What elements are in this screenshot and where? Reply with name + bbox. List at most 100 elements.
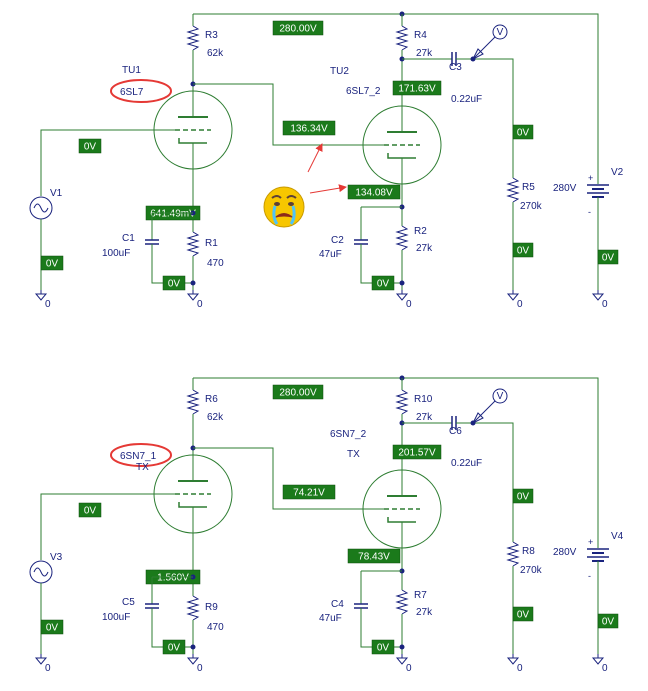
svg-text:V: V — [497, 27, 504, 38]
plate-load-resistor-2 — [395, 389, 409, 415]
grid1-input-wire — [40, 129, 175, 196]
cathode-bypass-cap-2 — [354, 603, 368, 609]
r-cath2-value: 27k — [416, 243, 433, 254]
source-voltage-badge: 0V — [40, 255, 64, 271]
signal-source — [29, 560, 53, 584]
svg-text:201.57V: 201.57V — [398, 448, 436, 459]
c-couple-value: 0.22uF — [451, 458, 482, 469]
supply-plus: + — [588, 173, 593, 183]
supply-voltage-badge: 280.00V — [272, 20, 324, 36]
voltage-probe: V — [471, 24, 508, 61]
svg-text:0V: 0V — [84, 142, 97, 153]
r-load1-ref: R6 — [205, 394, 218, 405]
ground-supply — [591, 654, 605, 665]
grid2-voltage-badge: 136.34V — [282, 120, 336, 136]
signal-source-ref: V3 — [50, 552, 63, 563]
svg-text:134.08V: 134.08V — [355, 188, 393, 199]
arrow-to-cathode-voltage — [309, 184, 347, 194]
cathode-bypass-cap-2 — [354, 239, 368, 245]
cathode-resistor-2 — [395, 589, 409, 615]
output-bottom-badge: 0V — [512, 606, 534, 622]
annotation-layer — [263, 143, 347, 228]
c-cath1-value: 100uF — [102, 248, 130, 259]
svg-text:1.560V: 1.560V — [157, 573, 189, 584]
supply-value: 280V — [553, 547, 577, 558]
ground-cathode1 — [186, 654, 200, 665]
grid2-voltage-badge: 74.21V — [282, 484, 336, 500]
c-couple-value: 0.22uF — [451, 94, 482, 105]
tube2-model: 6SN7_2 — [330, 429, 367, 440]
cathode-resistor-2 — [395, 225, 409, 251]
r-load2-value: 27k — [416, 412, 433, 423]
cathode2-gnd-badge: 0V — [371, 639, 395, 655]
ground-label: 0 — [197, 663, 203, 674]
cathode2-gnd-badge: 0V — [371, 275, 395, 291]
supply-ref: V4 — [611, 531, 624, 542]
grid1-input-wire — [40, 493, 175, 560]
svg-text:171.63V: 171.63V — [398, 84, 436, 95]
r-cath1-ref: R9 — [205, 602, 218, 613]
supply-rail — [193, 377, 599, 548]
svg-text:0V: 0V — [46, 623, 59, 634]
cathode2-voltage-badge: 134.08V — [347, 184, 401, 200]
grid1-voltage-badge: 0V — [78, 502, 102, 518]
c-cath2-ref: C4 — [331, 599, 344, 610]
cathode1-gnd-badge: 0V — [162, 639, 186, 655]
c-couple-ref: C3 — [449, 62, 462, 73]
svg-text:0V: 0V — [168, 279, 181, 290]
svg-text:0V: 0V — [168, 643, 181, 654]
ground-source — [34, 654, 48, 665]
r-out-value: 270k — [520, 201, 543, 212]
junction-dot — [190, 644, 196, 650]
circuit-6sn7: 280.00VR662kR1027k6SN7_1TX6SN7_2TX74.21V… — [29, 375, 624, 674]
supply-ref: V2 — [611, 167, 624, 178]
voltage-probe: V — [471, 388, 508, 425]
output-resistor — [506, 177, 520, 203]
svg-text:0V: 0V — [377, 643, 390, 654]
tube1-ref: TU1 — [122, 65, 141, 76]
tube2-ref: TU2 — [330, 66, 349, 77]
ground-output — [506, 654, 520, 665]
supply-minus: - — [588, 571, 591, 581]
plate-load-resistor-1 — [186, 25, 200, 51]
output-top-badge: 0V — [512, 488, 534, 504]
r-cath1-value: 470 — [207, 258, 224, 269]
r-out-ref: R5 — [522, 182, 535, 193]
r-out-ref: R8 — [522, 546, 535, 557]
ground-supply — [591, 290, 605, 301]
r-cath2-ref: R2 — [414, 226, 427, 237]
crying-face-emoji-icon — [263, 186, 305, 228]
tube2-model: 6SL7_2 — [346, 86, 381, 97]
dc-supply — [587, 548, 609, 562]
signal-source-ref: V1 — [50, 188, 63, 199]
junction-dot — [399, 644, 405, 650]
r-load1-value: 62k — [207, 48, 224, 59]
tube1-model-highlight — [110, 443, 172, 467]
svg-text:0V: 0V — [602, 253, 615, 264]
output-resistor — [506, 541, 520, 567]
interstage-wire — [193, 83, 384, 146]
tube1-model: 6SN7_1 — [120, 451, 157, 462]
c-cath2-value: 47uF — [319, 613, 342, 624]
cathode-bypass-cap-1 — [145, 239, 159, 245]
supply-value: 280V — [553, 183, 577, 194]
ground-label: 0 — [602, 299, 608, 310]
junction-dot — [399, 280, 405, 286]
svg-text:136.34V: 136.34V — [290, 124, 328, 135]
svg-text:74.21V: 74.21V — [293, 488, 325, 499]
interstage-wire — [193, 447, 384, 510]
ground-label: 0 — [406, 299, 412, 310]
svg-text:641.49mV: 641.49mV — [150, 209, 196, 220]
svg-text:0V: 0V — [517, 610, 530, 621]
supply-gnd-badge: 0V — [597, 613, 619, 629]
plate2-voltage-badge: 171.63V — [392, 80, 442, 96]
r-load1-value: 62k — [207, 412, 224, 423]
svg-text:78.43V: 78.43V — [358, 552, 390, 563]
svg-text:0V: 0V — [46, 259, 59, 270]
svg-text:0V: 0V — [517, 492, 530, 503]
ground-cathode1 — [186, 290, 200, 301]
tube1-model-highlight — [110, 79, 172, 103]
cathode-resistor-1 — [186, 231, 200, 257]
r-load2-ref: R4 — [414, 30, 427, 41]
